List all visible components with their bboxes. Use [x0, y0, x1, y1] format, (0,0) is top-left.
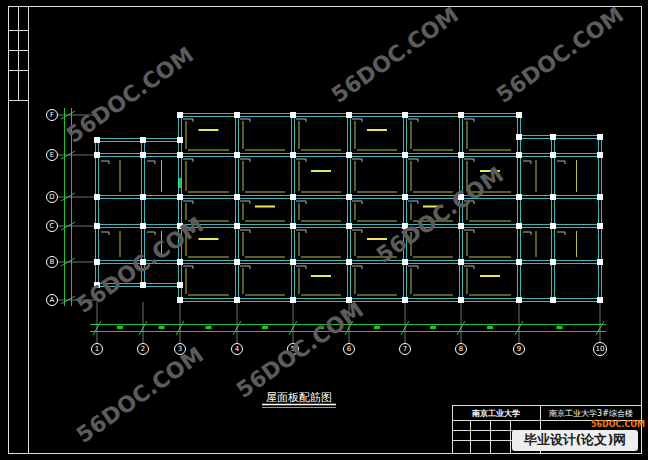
axis-bubble: C	[46, 220, 58, 232]
axis-label: F	[50, 112, 54, 119]
axis-bubble: B	[46, 256, 58, 268]
axis-label: B	[50, 259, 55, 266]
axis-label: 7	[403, 346, 407, 353]
axis-bubble: F	[46, 109, 58, 121]
school-name: 南京工业大学	[472, 408, 520, 419]
axis-bubble: A	[46, 294, 58, 306]
rebar-marks	[101, 119, 577, 295]
axis-bubble: 9	[513, 343, 525, 355]
title-block	[453, 406, 642, 454]
watermark: 56DOC.COM	[72, 342, 208, 448]
watermark: 56DOC.COM	[372, 162, 508, 268]
logo-site: 56DOC.COM	[591, 420, 645, 429]
axis-label: A	[50, 297, 55, 304]
title-underline	[262, 405, 336, 408]
axis-label: 1	[95, 346, 99, 353]
axis-bubble: 2	[137, 343, 149, 355]
axis-label: 8	[459, 346, 463, 353]
axis-label: 2	[141, 346, 145, 353]
axis-bubble: 4	[231, 343, 243, 355]
project-name: 南京工业大学3#综合楼	[549, 408, 633, 419]
watermark: 56DOC.COM	[62, 42, 198, 148]
axis-label: D	[49, 194, 54, 201]
beam-lines	[96, 114, 602, 302]
axis-bubble: 10	[593, 342, 607, 356]
axis-label: C	[50, 223, 55, 230]
axis-bubble: 6	[343, 343, 355, 355]
watermark: 56DOC.COM	[327, 2, 463, 108]
axis-lines	[58, 115, 600, 343]
axis-bubble: 1	[91, 343, 103, 355]
axis-label: 10	[596, 346, 605, 353]
axis-label: 9	[517, 346, 521, 353]
axis-bubble: E	[46, 149, 58, 161]
dimension-lines	[61, 108, 606, 335]
logo-banner	[512, 430, 638, 451]
axis-label: 6	[347, 346, 351, 353]
axis-label: 4	[235, 346, 239, 353]
watermark: 56DOC.COM	[492, 2, 628, 108]
axis-bubble: 8	[455, 343, 467, 355]
axis-bubble: D	[46, 191, 58, 203]
axis-label: E	[50, 152, 54, 159]
drawing-title: 屋面板配筋图	[266, 390, 332, 405]
columns	[94, 112, 603, 303]
logo-name: 毕业设计(论文)网	[524, 431, 627, 449]
axis-bubble: 7	[399, 343, 411, 355]
